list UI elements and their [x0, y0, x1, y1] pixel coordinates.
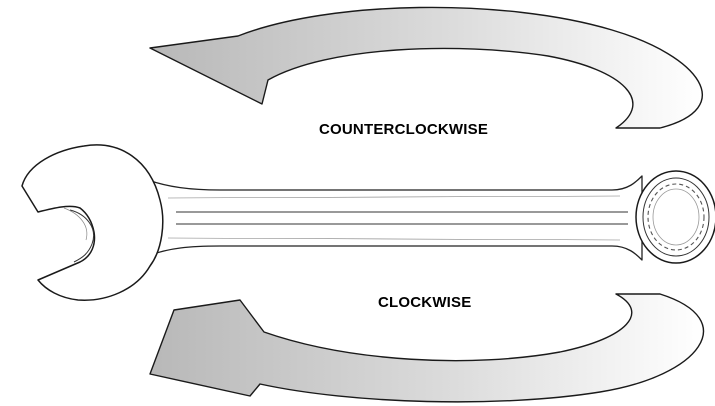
- counterclockwise-label: COUNTERCLOCKWISE: [319, 121, 489, 138]
- clockwise-arrow-icon: [149, 293, 705, 403]
- clockwise-label: CLOCKWISE: [378, 294, 472, 311]
- counterclockwise-arrow-icon: [149, 6, 703, 129]
- combination-wrench-icon: [21, 144, 715, 301]
